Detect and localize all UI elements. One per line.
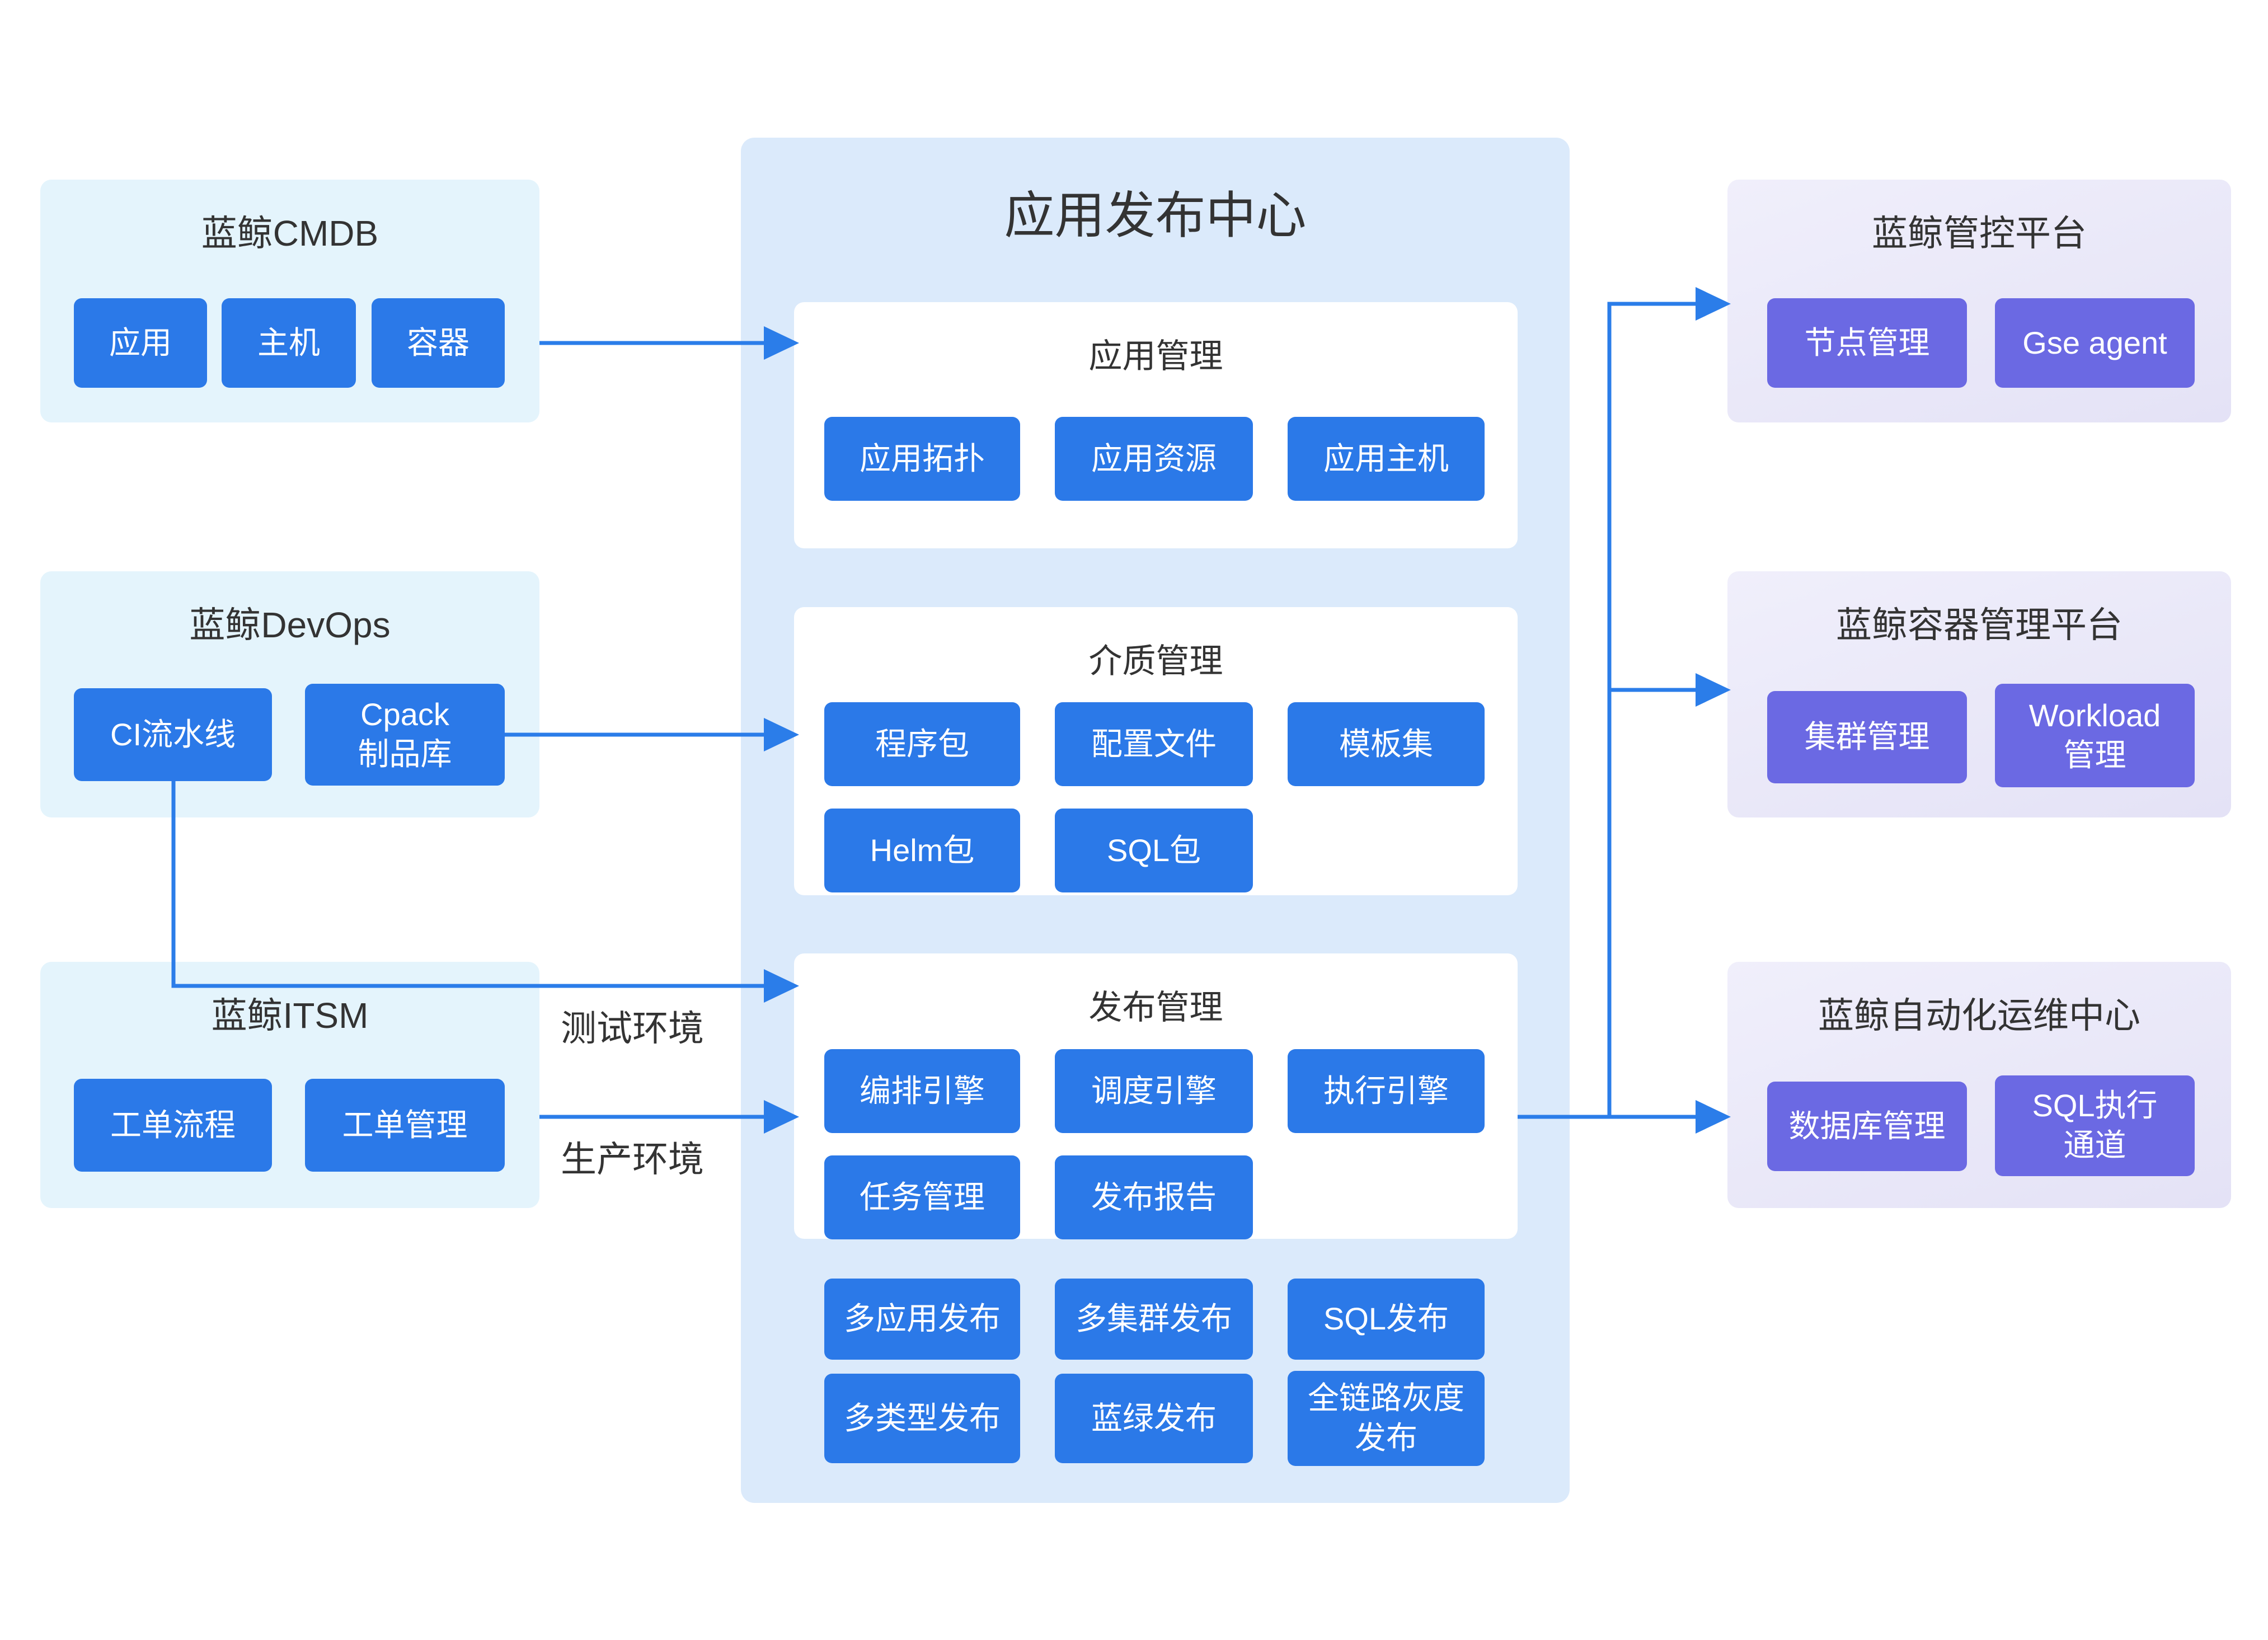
node-release-report: 发布报告 xyxy=(1055,1155,1253,1239)
app-mgmt-title: 应用管理 xyxy=(1088,337,1223,375)
arrowhead-bcs xyxy=(1696,673,1731,707)
node-app: 应用 xyxy=(74,298,207,388)
node-template-set: 模板集 xyxy=(1288,702,1485,786)
node-task-mgmt: 任务管理 xyxy=(824,1155,1020,1239)
node-scheduling-engine: 调度引擎 xyxy=(1055,1049,1253,1133)
node-app-host: 应用主机 xyxy=(1288,417,1485,501)
node-node-mgmt: 节点管理 xyxy=(1767,298,1967,388)
node-sql-release: SQL发布 xyxy=(1288,1279,1485,1360)
ops-center-title: 蓝鲸自动化运维中心 xyxy=(1818,995,2140,1036)
node-host: 主机 xyxy=(222,298,356,388)
bcs-platform-title: 蓝鲸容器管理平台 xyxy=(1836,605,2123,645)
node-full-link-gray-release: 全链路灰度 发布 xyxy=(1288,1371,1485,1466)
node-app-topology: 应用拓扑 xyxy=(824,417,1020,501)
node-cluster-mgmt: 集群管理 xyxy=(1767,691,1967,783)
node-sql-package: SQL包 xyxy=(1055,809,1253,892)
itsm-title: 蓝鲸ITSM xyxy=(211,995,369,1036)
node-app-resource: 应用资源 xyxy=(1055,417,1253,501)
node-multi-type-release: 多类型发布 xyxy=(824,1374,1020,1463)
gse-platform-title: 蓝鲸管控平台 xyxy=(1872,213,2087,253)
arrowhead-ops xyxy=(1696,1100,1731,1134)
node-helm-package: Helm包 xyxy=(824,809,1020,892)
node-workload-mgmt: Workload 管理 xyxy=(1995,684,2195,787)
release-mgmt-title: 发布管理 xyxy=(1088,989,1223,1026)
devops-title: 蓝鲸DevOps xyxy=(189,605,391,645)
cmdb-title: 蓝鲸CMDB xyxy=(201,213,379,253)
node-ticket-mgmt: 工单管理 xyxy=(305,1079,505,1172)
node-container: 容器 xyxy=(372,298,505,388)
node-program-package: 程序包 xyxy=(824,702,1020,786)
release-center-title: 应用发布中心 xyxy=(1004,188,1307,244)
test-env-label: 测试环境 xyxy=(561,1008,704,1049)
prod-env-label: 生产环境 xyxy=(561,1139,704,1180)
node-sql-exec-channel: SQL执行 通道 xyxy=(1995,1075,2195,1176)
node-database-mgmt: 数据库管理 xyxy=(1767,1082,1967,1171)
node-execution-engine: 执行引擎 xyxy=(1288,1049,1485,1133)
trunk-right xyxy=(1607,302,1696,1117)
node-multi-cluster-release: 多集群发布 xyxy=(1055,1279,1253,1360)
media-mgmt-title: 介质管理 xyxy=(1088,642,1223,680)
node-config-file: 配置文件 xyxy=(1055,702,1253,786)
node-ci-pipeline: CI流水线 xyxy=(74,688,272,781)
node-gse-agent: Gse agent xyxy=(1995,298,2195,388)
node-ticket-flow: 工单流程 xyxy=(74,1079,272,1172)
node-cpack-repo: Cpack 制品库 xyxy=(305,684,505,786)
node-orchestration-engine: 编排引擎 xyxy=(824,1049,1020,1133)
node-blue-green-release: 蓝绿发布 xyxy=(1055,1374,1253,1463)
arrowhead-gse xyxy=(1696,287,1731,321)
node-multi-app-release: 多应用发布 xyxy=(824,1279,1020,1360)
